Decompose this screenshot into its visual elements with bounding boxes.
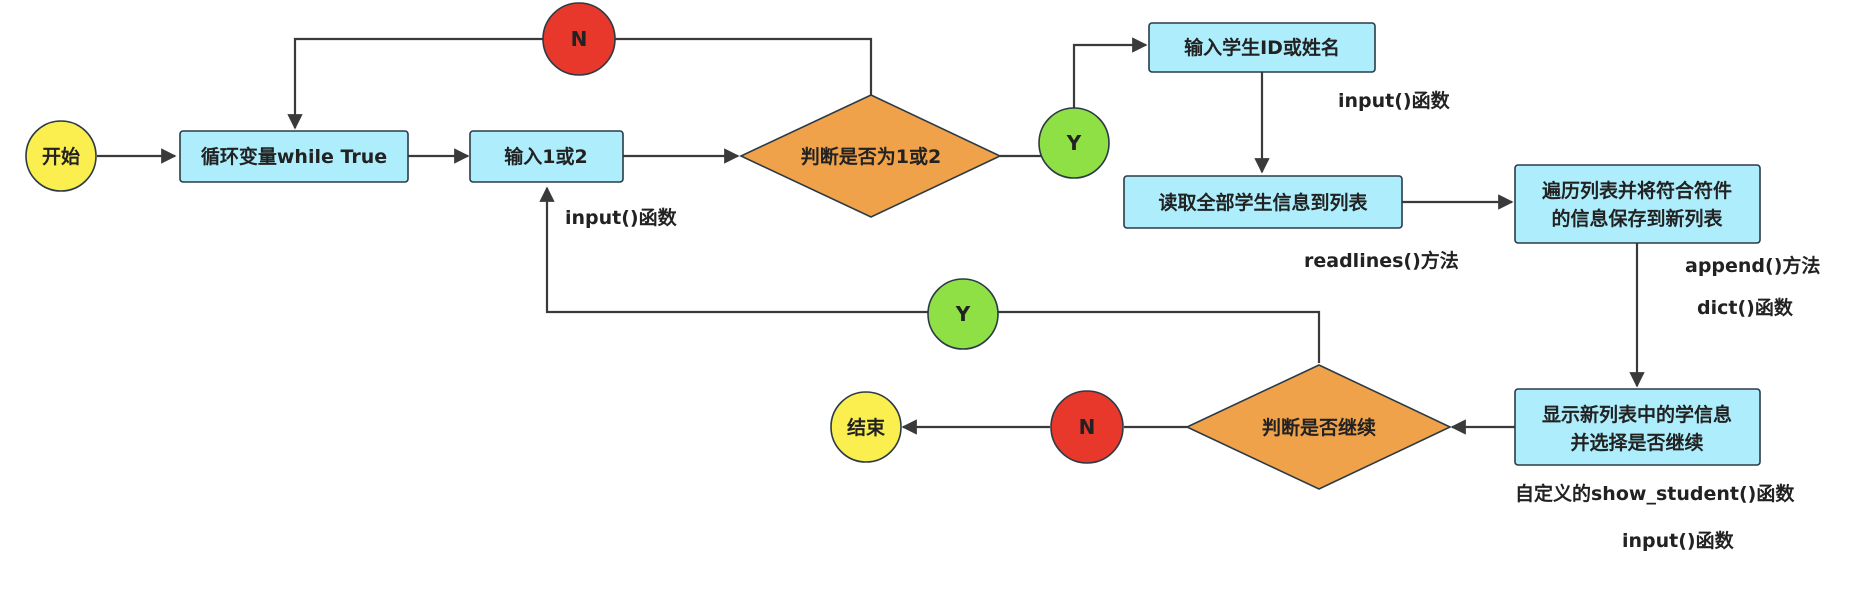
edges xyxy=(97,37,1645,435)
traverse-label-line2: 的信息保存到新列表 xyxy=(1551,207,1723,230)
node-end: 结束 xyxy=(830,391,902,463)
node-show: 显示新列表中的学信息 并选择是否继续 xyxy=(1514,388,1761,466)
process-box xyxy=(469,130,624,183)
start-label: 开始 xyxy=(42,145,80,168)
node-input-id: 输入学生ID或姓名 xyxy=(1148,22,1376,73)
node-no-end: N xyxy=(1050,390,1124,464)
note-input-fn-3: input()函数 xyxy=(1622,529,1735,552)
show-label-line2: 并选择是否继续 xyxy=(1570,431,1703,454)
node-decision-continue: 判断是否继续 xyxy=(1185,364,1452,490)
node-traverse: 遍历列表并将符合符件 的信息保存到新列表 xyxy=(1514,164,1761,244)
yes-right-label: Y xyxy=(1066,131,1082,155)
no-end-label: N xyxy=(1079,415,1096,439)
process-box xyxy=(1514,164,1761,244)
process-box xyxy=(179,130,409,183)
no-circle xyxy=(1050,390,1124,464)
show-label-line1: 显示新列表中的学信息 xyxy=(1542,403,1732,426)
decision-diamond xyxy=(739,94,1002,218)
note-dict: dict()函数 xyxy=(1697,296,1794,319)
node-loop: 循环变量while True xyxy=(179,130,409,183)
node-yes-back: Y xyxy=(927,278,999,350)
no-circle xyxy=(542,2,616,76)
decision-continue-label: 判断是否继续 xyxy=(1262,416,1376,439)
node-start: 开始 xyxy=(25,120,97,192)
input-choice-label: 输入1或2 xyxy=(504,145,587,168)
note-append: append()方法 xyxy=(1685,254,1820,277)
yes-back-label: Y xyxy=(955,302,971,326)
decision-choice-label: 判断是否为1或2 xyxy=(801,145,941,168)
process-box xyxy=(1514,388,1761,466)
decision-diamond xyxy=(1185,364,1452,490)
node-input-choice: 输入1或2 xyxy=(469,130,624,183)
note-readlines: readlines()方法 xyxy=(1304,249,1459,272)
note-input-fn-2: input()函数 xyxy=(565,206,678,229)
yes-circle xyxy=(1038,107,1110,179)
note-input-fn-1: input()函数 xyxy=(1338,89,1451,112)
end-label: 结束 xyxy=(847,416,886,439)
terminal-circle xyxy=(830,391,902,463)
node-read-all: 读取全部学生信息到列表 xyxy=(1123,175,1403,229)
input-id-label: 输入学生ID或姓名 xyxy=(1184,36,1340,59)
notes: input()函数 input()函数 readlines()方法 append… xyxy=(565,89,1820,552)
process-box xyxy=(1123,175,1403,229)
read-all-label: 读取全部学生信息到列表 xyxy=(1158,191,1368,214)
edge-yes-to-inputid xyxy=(1072,37,1148,110)
no-top-label: N xyxy=(571,27,588,51)
node-decision-choice: 判断是否为1或2 xyxy=(739,94,1002,218)
terminal-circle xyxy=(25,120,97,192)
note-show-student: 自定义的show_student()函数 xyxy=(1515,482,1795,505)
node-no-top: N xyxy=(542,2,616,76)
loop-label: 循环变量while True xyxy=(201,145,387,168)
yes-circle xyxy=(927,278,999,350)
traverse-label-line1: 遍历列表并将符合符件 xyxy=(1541,179,1732,202)
node-yes-right: Y xyxy=(1038,107,1110,179)
process-box xyxy=(1148,22,1376,73)
